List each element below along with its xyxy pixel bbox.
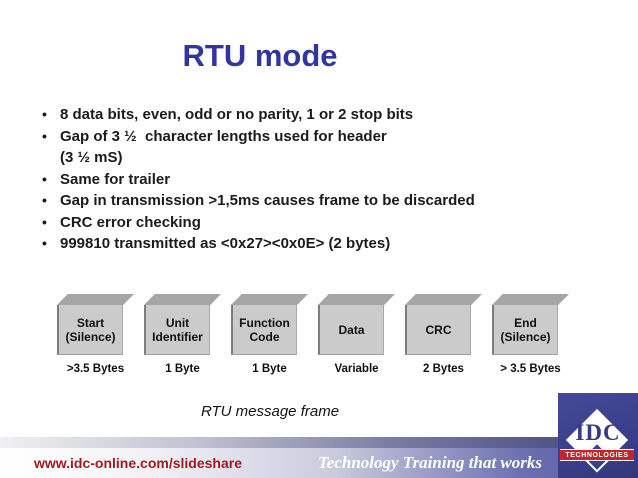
bullet-icon: •: [42, 127, 47, 144]
box-front-face: Start (Silence): [57, 305, 123, 355]
footer-accent-stripe: [0, 437, 638, 448]
footer-tagline: Technology Training that works: [317, 453, 543, 472]
block-size-label: Variable: [334, 363, 379, 375]
box-top-face: [231, 294, 308, 305]
box-front-face: Data: [318, 305, 384, 355]
bullet-text: CRC error checking: [60, 213, 201, 231]
list-item: • Gap of 3 ½ character lengths used for …: [42, 126, 522, 169]
box-top-face: [405, 294, 482, 305]
logo-red-band: TECHNOLOGIES: [560, 449, 634, 461]
bullet-list: • 8 data bits, even, odd or no parity, 1…: [42, 104, 522, 255]
list-item: • Same for trailer: [42, 169, 522, 191]
bullet-text: Same for trailer: [60, 170, 171, 188]
bullet-text-continuation: (3 ½ mS): [60, 149, 123, 166]
block-size-label: 1 Byte: [165, 363, 200, 375]
bullet-text: Gap in transmission >1,5ms causes frame …: [60, 192, 475, 209]
block-label: Unit: [165, 315, 190, 330]
block-3d-box: Data: [318, 294, 395, 356]
box-top-face: [144, 294, 221, 305]
box-front-face: End (Silence): [492, 305, 558, 355]
block-label: End: [514, 315, 537, 330]
frame-block-unit-identifier: Unit Identifier 1 Byte: [144, 294, 221, 375]
frame-block-end: End (Silence) > 3.5 Bytes: [492, 294, 569, 375]
block-label: Data: [338, 322, 365, 337]
block-3d-box: Start (Silence): [57, 294, 134, 356]
frame-block-function-code: Function Code 1 Byte: [231, 294, 308, 375]
block-label: (Silence): [65, 329, 116, 344]
page-title: RTU mode: [182, 38, 338, 73]
box-top-face: [318, 294, 395, 305]
logo-sub-text: TECHNOLOGIES: [565, 451, 629, 459]
box-front-face: Unit Identifier: [144, 305, 210, 355]
list-item: • Gap in transmission >1,5ms causes fram…: [42, 190, 522, 212]
block-size-label: 2 Bytes: [423, 363, 464, 375]
block-3d-box: CRC: [405, 294, 482, 356]
list-item: • CRC error checking: [42, 212, 522, 234]
block-size-label: >3.5 Bytes: [66, 363, 125, 375]
box-front-face: CRC: [405, 305, 471, 355]
box-front-face: Function Code: [231, 305, 297, 355]
bullet-icon: •: [42, 170, 47, 187]
bullet-text: 999810 transmitted as <0x27><0x0E> (2 by…: [60, 235, 391, 252]
frame-block-crc: CRC 2 Bytes: [405, 294, 482, 375]
block-size-label: > 3.5 Bytes: [500, 363, 561, 375]
diagram-caption: RTU message frame: [200, 403, 340, 420]
box-top-face: [492, 294, 569, 305]
bullet-icon: •: [42, 106, 47, 122]
block-label: Identifier: [152, 329, 203, 344]
list-item: • 8 data bits, even, odd or no parity, 1…: [42, 104, 522, 126]
footer-url-link[interactable]: www.idc-online.com/slideshare: [34, 455, 242, 471]
bullet-icon: •: [42, 235, 47, 251]
block-label: Function: [239, 315, 290, 330]
frame-block-data: Data Variable: [318, 294, 395, 375]
box-top-face: [57, 294, 134, 305]
footer-bar: [0, 448, 638, 478]
list-item: • 999810 transmitted as <0x27><0x0E> (2 …: [42, 233, 522, 255]
logo-name-text: IDC: [575, 420, 621, 445]
block-3d-box: Unit Identifier: [144, 294, 221, 356]
block-3d-box: End (Silence): [492, 294, 569, 356]
idc-technologies-logo: IDC TECHNOLOGIES: [558, 393, 638, 478]
bullet-text: Gap of 3 ½ character lengths used for he…: [60, 127, 387, 145]
bullet-icon: •: [42, 213, 47, 230]
block-label: (Silence): [500, 329, 551, 344]
block-size-label: 1 Byte: [252, 363, 287, 375]
frame-block-start: Start (Silence) >3.5 Bytes: [57, 294, 134, 375]
block-label: Code: [249, 329, 280, 344]
bullet-text: 8 data bits, even, odd or no parity, 1 o…: [60, 106, 414, 123]
block-label: Start: [76, 315, 105, 330]
block-3d-box: Function Code: [231, 294, 308, 356]
bullet-icon: •: [42, 192, 47, 208]
rtu-frame-diagram: Start (Silence) >3.5 Bytes Unit Identifi…: [57, 294, 569, 375]
block-label: CRC: [425, 322, 452, 337]
